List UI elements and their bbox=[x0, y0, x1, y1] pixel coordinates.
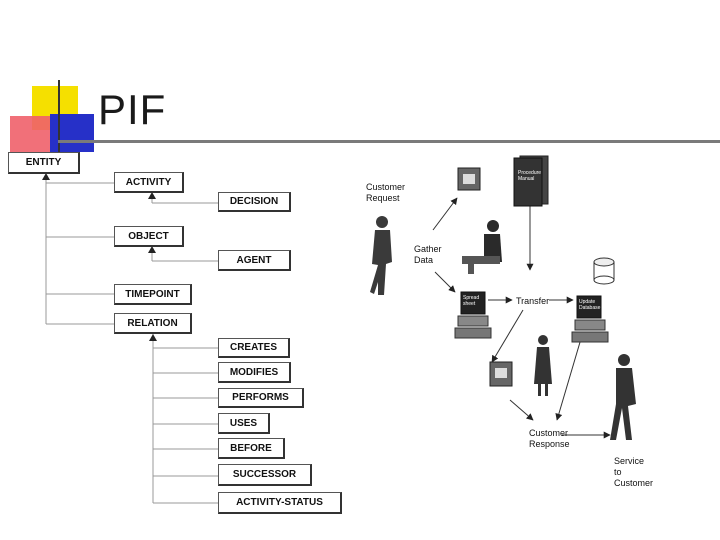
uses-box: USES bbox=[218, 413, 270, 434]
database-icon bbox=[593, 257, 615, 285]
before-box: BEFORE bbox=[218, 438, 285, 459]
customer-figure-icon bbox=[370, 216, 392, 295]
agent-box: AGENT bbox=[218, 250, 291, 271]
logo-red-square bbox=[10, 116, 54, 154]
relation-box: RELATION bbox=[114, 313, 192, 334]
activity-status-box: ACTIVITY-STATUS bbox=[218, 492, 342, 514]
logo-blue-square bbox=[50, 114, 94, 152]
customer-served-figure-icon bbox=[610, 354, 636, 440]
customer-request-label: Customer Request bbox=[366, 182, 406, 203]
customer-response-label: Customer Response bbox=[529, 428, 570, 449]
modifies-box: MODIFIES bbox=[218, 362, 291, 383]
decision-box: DECISION bbox=[218, 192, 291, 212]
update-label: Update Database bbox=[579, 299, 601, 311]
timepoint-box: TIMEPOINT bbox=[114, 284, 192, 305]
service-agent-figure-icon bbox=[534, 335, 552, 396]
service-to-customer-label: Service to Customer bbox=[614, 456, 654, 488]
gather-data-label: Gather Data bbox=[414, 244, 442, 265]
telephone-icon bbox=[457, 167, 481, 191]
manual-book-icon bbox=[513, 155, 549, 207]
successor-box: SUCCESSOR bbox=[218, 464, 312, 486]
title-rule bbox=[58, 140, 720, 143]
worker-at-desk-icon bbox=[462, 220, 502, 274]
manual-label: Procedure Manual bbox=[518, 170, 542, 182]
performs-box: PERFORMS bbox=[218, 388, 304, 408]
spreadsheet-computer-icon bbox=[454, 291, 492, 339]
entity-box: ENTITY bbox=[8, 152, 80, 174]
sheet-label: Spread sheet bbox=[463, 295, 480, 307]
telephone-2-icon bbox=[489, 361, 513, 387]
object-box: OBJECT bbox=[114, 226, 184, 247]
activity-box: ACTIVITY bbox=[114, 172, 184, 193]
slide-title: PIF bbox=[98, 86, 167, 133]
update-computer-icon bbox=[571, 295, 609, 343]
transfer-label: Transfer bbox=[516, 296, 550, 306]
logo-vertical-line bbox=[58, 80, 60, 160]
creates-box: CREATES bbox=[218, 338, 290, 358]
